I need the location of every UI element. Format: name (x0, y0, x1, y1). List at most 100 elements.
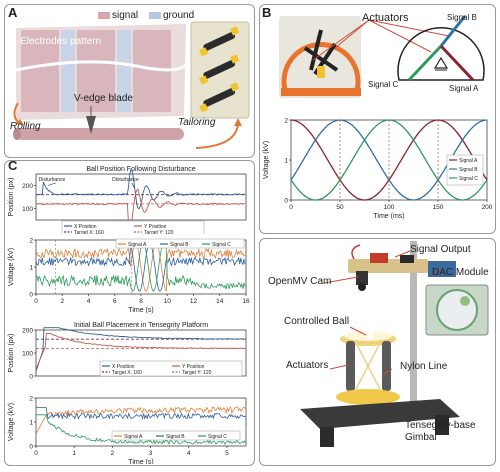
legend-box (61, 220, 205, 234)
actuator-sample (199, 26, 240, 57)
y-tick-label: 100 (22, 351, 33, 358)
legend-box (99, 360, 243, 377)
x-tick-label: 14 (216, 298, 224, 305)
x-tick-label: 4 (187, 450, 191, 457)
actuator-callout (334, 19, 370, 49)
legend-label: Signal A (124, 434, 143, 440)
y-tick-label: 200 (22, 328, 33, 335)
v-edge-blade (86, 116, 96, 134)
actuator-sample (199, 82, 240, 113)
actuator-sample (199, 54, 240, 85)
x-tick-label: 100 (384, 204, 395, 211)
y-tick-label: 2 (29, 396, 33, 403)
actuator-callout (312, 19, 370, 61)
y-tick-label: 0 (29, 292, 33, 299)
legend-label: Target Y: 120 (182, 370, 212, 376)
x-tick-label: 0 (34, 298, 38, 305)
tailoring-label: Tailoring (178, 117, 216, 128)
rolled-rod (13, 128, 184, 140)
signal-b-label: Signal B (447, 13, 477, 22)
x-axis-label: Time (ms) (373, 213, 404, 220)
series-line-signal-b (35, 242, 246, 292)
tensegrity-setup-photo (300, 241, 489, 447)
x-tick-label: 8 (139, 298, 143, 305)
panel-a-illustration (13, 12, 250, 149)
legend-label: X Position (74, 224, 97, 230)
legend-label: Signal B (459, 167, 478, 173)
panel-b-illustration (279, 15, 485, 98)
openmv-label: OpenMV Cam (268, 276, 332, 287)
y-tick-label: 0 (284, 198, 288, 205)
actuator-cluster (303, 29, 339, 78)
panel-b-label: B (262, 5, 272, 20)
x-tick-label: 0 (289, 204, 293, 211)
legend-label: Signal A (459, 158, 478, 164)
signal-a-label: Signal A (449, 84, 479, 93)
gimbal-label-line1: Tensegrity-base (405, 420, 476, 431)
panel-c-label: C (8, 158, 18, 173)
series-line-y-position (35, 188, 245, 228)
series-line-x-position (35, 327, 246, 372)
electrodes-pattern-label: Electrodes pattern (20, 36, 102, 47)
legend-label: X Position (112, 364, 135, 370)
legend-ground-label: ground (163, 10, 195, 21)
y-axis-label: Position (px) (8, 178, 15, 217)
x-axis-label: Time (s) (128, 459, 153, 464)
annotation-arrow (131, 182, 135, 188)
series-line-signal-b (36, 407, 246, 421)
x-tick-label: 2 (111, 450, 115, 457)
signal-c-label: Signal C (368, 80, 399, 89)
series-line-x-position (35, 167, 246, 210)
legend-label: Y Position (182, 364, 205, 370)
x-tick-label: 6 (113, 298, 117, 305)
y-tick-label: 1 (284, 158, 288, 165)
y-tick-label: 1 (29, 265, 33, 272)
chart-title: Ball Position Following Disturbance (86, 166, 195, 173)
y-tick-label: 1 (29, 420, 33, 427)
electronics-board (348, 244, 428, 273)
legend-box (111, 430, 241, 441)
x-tick-label: 16 (242, 298, 250, 305)
legend-label: Signal A (128, 242, 147, 248)
y-axis-label: Voltage (kV) (263, 141, 270, 179)
y-tick-label: 0 (29, 374, 33, 381)
orange-ring (281, 42, 361, 96)
rolling-label: Rolling (10, 121, 41, 132)
ground-swatch (149, 12, 161, 19)
y-tick-label: 2 (29, 238, 33, 245)
x-tick-label: 2 (60, 298, 64, 305)
legend-box (115, 238, 245, 249)
actuators-label: Actuators (362, 12, 409, 24)
chart-title: Initial Ball Placement in Tensegrity Pla… (74, 322, 208, 329)
annotation-label: Disturbance (112, 177, 139, 183)
gimbal-base (300, 399, 460, 447)
tensegrity-platform (336, 331, 400, 405)
y-axis-label: Position (px) (8, 334, 15, 373)
x-tick-label: 0 (34, 450, 38, 457)
panel-a-label: A (8, 5, 18, 20)
y-tick-label: 100 (22, 206, 33, 213)
y-axis-label: Voltage (kV) (8, 248, 15, 286)
actuator-schematic (397, 15, 485, 82)
dac-label: DAC Module (432, 267, 489, 278)
nylon-line-label: Nylon Line (400, 361, 448, 372)
annotation-label: Disturbance (39, 177, 66, 183)
y-axis-label: Voltage (kV) (8, 403, 15, 441)
gimbal-label: Tensegrity-base Gimbal (405, 420, 476, 444)
legend-signal-label: signal (112, 10, 139, 21)
series-line-y-position (35, 332, 246, 370)
v-edge-label: V-edge blade (74, 93, 133, 104)
x-axis-label: Time (s) (128, 307, 153, 314)
legend-label: Signal C (208, 434, 227, 440)
series-line-signal-a (35, 406, 246, 435)
